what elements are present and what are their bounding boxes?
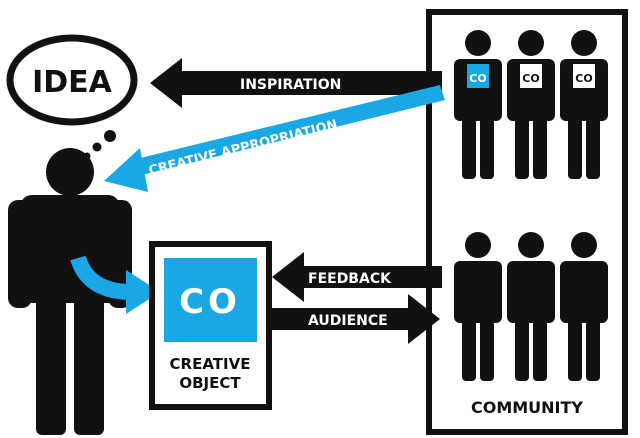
inspiration-label: INSPIRATION xyxy=(240,77,341,93)
idea-label: IDEA xyxy=(32,65,113,100)
community-label: COMMUNITY xyxy=(471,398,583,417)
community-co-label-1: CO xyxy=(469,72,486,85)
community-co-label-2: CO xyxy=(522,72,539,85)
community-top-row: CO CO CO xyxy=(454,30,608,179)
feedback-label: FEEDBACK xyxy=(308,271,392,287)
audience-label: AUDIENCE xyxy=(308,313,388,329)
creative-object-label-line1: CREATIVE xyxy=(170,355,251,373)
creative-object-icon xyxy=(164,258,257,342)
inspiration-arrow-icon: INSPIRATION xyxy=(150,58,442,108)
feedback-arrow-icon: FEEDBACK xyxy=(272,252,442,302)
community-co-label-3: CO xyxy=(575,72,592,85)
person-icon: CO xyxy=(560,30,608,179)
person-icon: CO xyxy=(507,30,555,179)
bubble-dot-medium xyxy=(92,142,102,152)
thought-bubble-icon xyxy=(6,34,138,126)
creator-to-object-arrow-icon xyxy=(70,255,160,314)
creative-object-label-line2: OBJECT xyxy=(179,374,241,392)
person-icon: CO xyxy=(454,30,502,179)
creative-appropriation-arrow-icon: CREATIVE APPROPRIATION xyxy=(104,85,445,192)
creative-object-co-label: CO xyxy=(179,282,241,322)
creative-appropriation-label: CREATIVE APPROPRIATION xyxy=(147,117,339,178)
bubble-dot-large xyxy=(104,130,116,142)
audience-arrow-icon: AUDIENCE xyxy=(272,294,440,344)
creative-object: CO CREATIVE OBJECT xyxy=(149,241,272,410)
idea-thought-bubble: IDEA xyxy=(6,34,138,160)
